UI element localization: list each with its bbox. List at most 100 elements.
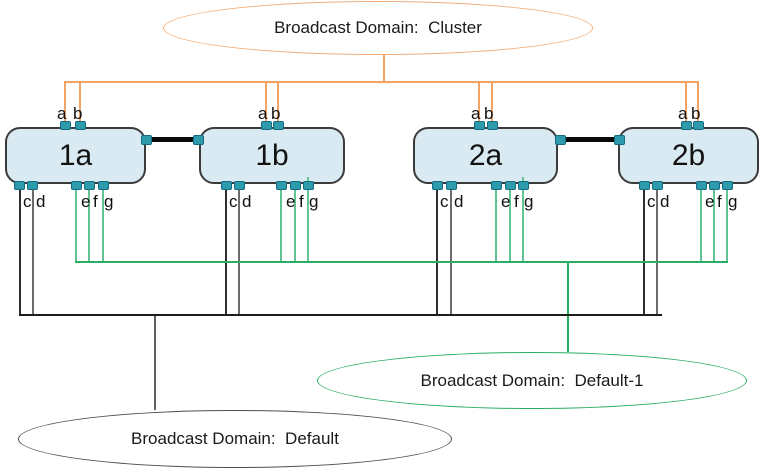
port-1b-a [261, 121, 272, 130]
port-label-2a-a: a [471, 104, 481, 123]
port-2a-c [432, 181, 443, 190]
port-label-1b-e: e [286, 192, 296, 211]
line-1a-e [75, 190, 77, 263]
line-1b-g [307, 177, 309, 263]
port-1a-g [98, 181, 109, 190]
port-1a-ha [141, 135, 152, 145]
port-label-1b-c: c [229, 192, 238, 211]
port-1b-ha [193, 135, 204, 145]
ha-link-2a-2b [564, 137, 616, 142]
default1-domain-ellipse: Broadcast Domain: Default-1 [317, 352, 747, 409]
node-2b: 2b [618, 127, 759, 184]
node-1a: 1a [5, 127, 146, 184]
line-1b-c [225, 190, 227, 316]
line-1a-f [88, 190, 90, 263]
default-bus-line [19, 314, 662, 316]
port-2a-a [474, 121, 485, 130]
line-2b-d [656, 190, 658, 316]
port-2b-a [681, 121, 692, 130]
line-2b-e [700, 190, 702, 263]
port-label-2a-c: c [440, 192, 449, 211]
line-2b-f [713, 190, 715, 263]
port-label-2a-e: e [501, 192, 511, 211]
port-label-2b-a: a [678, 104, 688, 123]
port-1a-a [60, 121, 71, 130]
port-label-1b-f: f [299, 192, 304, 211]
node-2b-label: 2b [671, 138, 706, 172]
line-1b-f [294, 190, 296, 263]
port-1a-e [71, 181, 82, 190]
line-2a-g [522, 177, 524, 263]
port-1b-g [303, 181, 314, 190]
line-1a-g [102, 190, 104, 263]
port-1a-f [84, 181, 95, 190]
default1-domain-label: Broadcast Domain: Default-1 [420, 370, 644, 390]
default-drop-line [154, 316, 156, 410]
node-1a-label: 1a [58, 138, 93, 172]
port-2b-d [652, 181, 663, 190]
cluster-drop-1a-b [79, 82, 81, 122]
port-label-1a-b: b [73, 104, 83, 123]
port-label-1b-d: d [242, 192, 252, 211]
port-label-2a-b: b [484, 104, 494, 123]
port-2a-f [505, 181, 516, 190]
port-2b-f [709, 181, 720, 190]
default-domain-ellipse: Broadcast Domain: Default [18, 410, 452, 468]
port-label-1a-d: d [36, 192, 46, 211]
cluster-drop-2a-a [478, 82, 480, 122]
port-2a-d [446, 181, 457, 190]
port-2b-b [693, 121, 704, 130]
port-label-1a-e: e [81, 192, 91, 211]
line-1a-d [32, 190, 34, 316]
line-2b-c [643, 190, 645, 316]
port-label-2b-d: d [660, 192, 670, 211]
port-2b-g [722, 181, 733, 190]
node-1b: 1b [199, 127, 345, 184]
port-2a-b [487, 121, 498, 130]
port-1b-f [290, 181, 301, 190]
port-1b-d [234, 181, 245, 190]
port-label-1b-b: b [271, 104, 281, 123]
cluster-domain-ellipse: Broadcast Domain: Cluster [163, 1, 593, 55]
line-1b-e [280, 190, 282, 263]
cluster-drop-1b-a [265, 82, 267, 122]
port-1a-c [14, 181, 25, 190]
cluster-drop-2b-b [697, 82, 699, 122]
port-1b-c [221, 181, 232, 190]
port-label-1b-g: g [309, 192, 319, 211]
line-2a-c [436, 190, 438, 316]
port-2a-e [491, 181, 502, 190]
ha-link-1a-1b [150, 137, 195, 142]
port-label-2b-e: e [705, 192, 715, 211]
cluster-drop-1b-b [277, 82, 279, 122]
port-label-2b-b: b [691, 104, 701, 123]
port-1a-b [75, 121, 86, 130]
cluster-domain-label: Broadcast Domain: Cluster [274, 18, 482, 37]
node-2a: 2a [413, 127, 558, 184]
port-2b-e [696, 181, 707, 190]
port-label-2b-g: g [728, 192, 738, 211]
line-1a-c [19, 190, 21, 316]
line-2a-e [495, 190, 497, 263]
port-2b-ha [614, 135, 625, 145]
node-2a-label: 2a [468, 138, 503, 172]
cluster-bus-line [64, 81, 699, 83]
port-1a-d [27, 181, 38, 190]
line-2a-d [450, 190, 452, 316]
port-label-1a-g: g [104, 192, 114, 211]
cluster-drop-2b-a [685, 82, 687, 122]
port-label-2b-c: c [647, 192, 656, 211]
port-2b-c [639, 181, 650, 190]
default-domain-label: Broadcast Domain: Default [131, 429, 339, 448]
default1-bus-line [75, 261, 728, 263]
line-2a-f [509, 190, 511, 263]
port-label-2a-d: d [454, 192, 464, 211]
line-1b-d [238, 190, 240, 316]
port-label-2a-g: g [524, 192, 534, 211]
port-1b-b [273, 121, 284, 130]
port-label-1a-c: c [23, 192, 32, 211]
node-1b-label: 1b [255, 138, 289, 172]
cluster-drop-1a-a [64, 82, 66, 122]
default1-drop-line [567, 261, 569, 352]
